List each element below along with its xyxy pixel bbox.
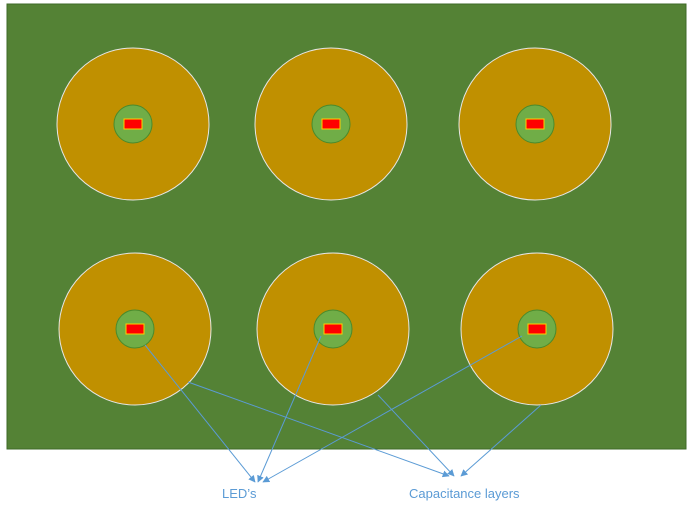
led-arrow (262, 335, 523, 483)
led (125, 323, 145, 335)
capacitance-arrow (377, 394, 455, 477)
led-arrow (257, 335, 322, 483)
led (323, 323, 343, 335)
leds (123, 118, 547, 335)
led (525, 118, 545, 130)
capacitance-arrow (460, 404, 542, 477)
led (321, 118, 341, 130)
led-arrows (144, 335, 523, 483)
led (527, 323, 547, 335)
capacitance-arrows (187, 381, 542, 478)
led-label: LED’s (222, 486, 257, 501)
led (123, 118, 143, 130)
led-cutouts (113, 104, 557, 349)
capacitance-arrow (187, 381, 450, 478)
capacitance-label: Capacitance layers (409, 486, 520, 501)
led-arrow (144, 344, 256, 483)
